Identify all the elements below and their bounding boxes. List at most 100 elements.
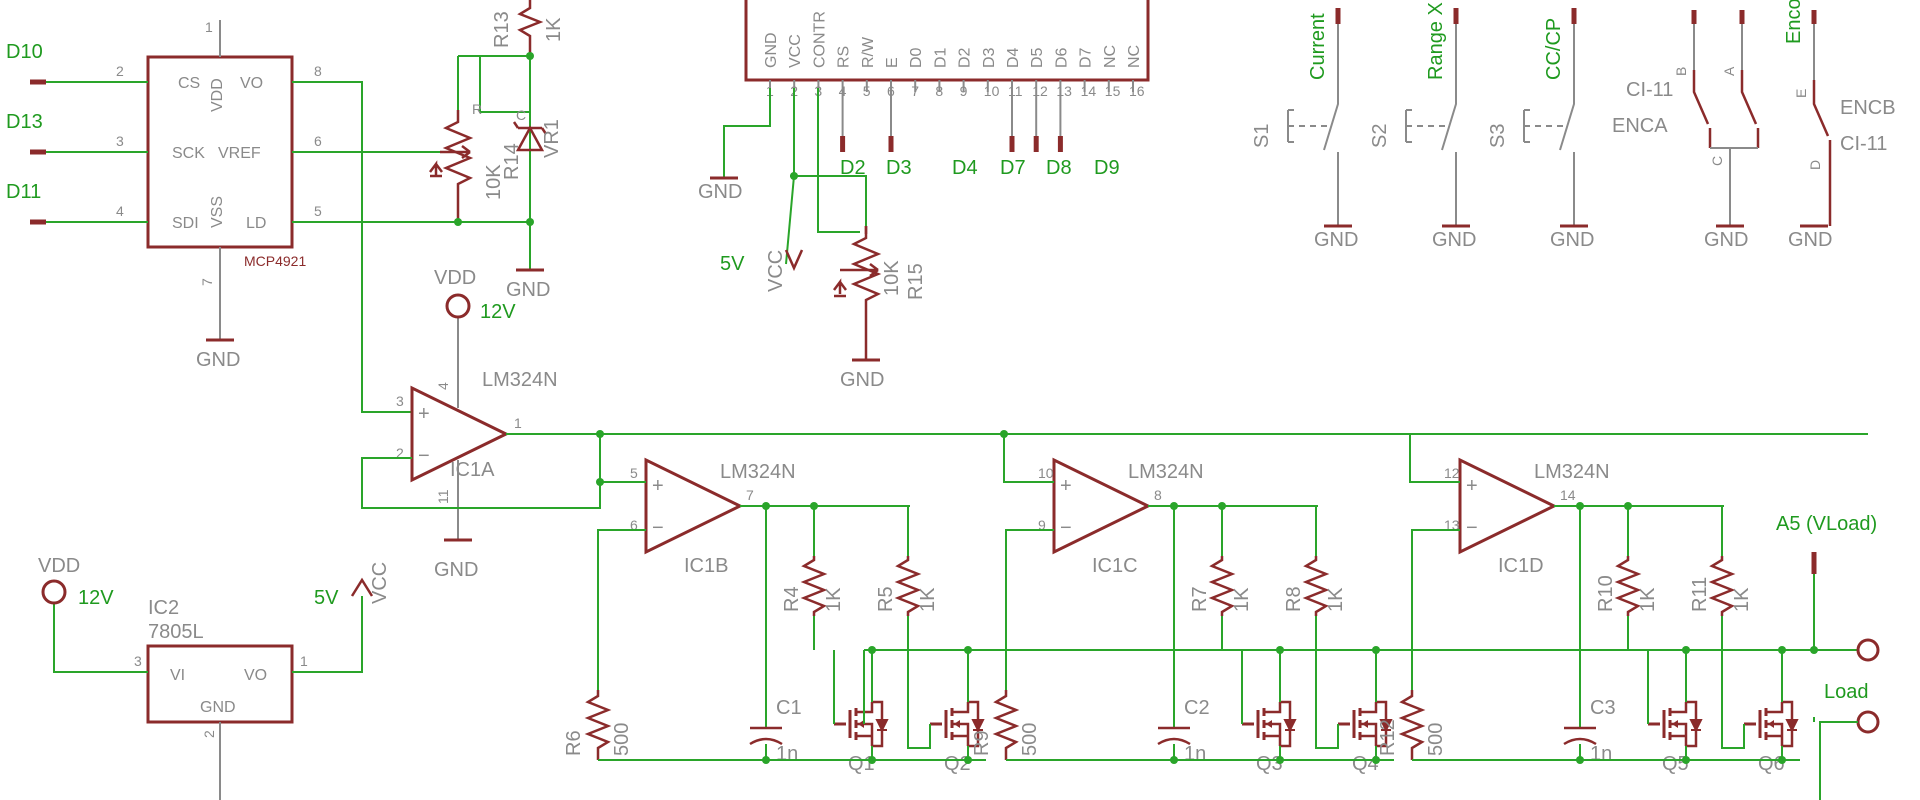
lcd-pin-number-14: 14 bbox=[1081, 83, 1097, 99]
ic1c-pin-plus: 10 bbox=[1038, 465, 1054, 481]
stage-3-r1-name: R10 bbox=[1595, 575, 1617, 612]
ic2-pin-2: 2 bbox=[201, 730, 217, 738]
net-d2-label: D2 bbox=[840, 157, 866, 179]
stage-2-c-name: C2 bbox=[1184, 697, 1210, 719]
lcd-pin-name-8: D1 bbox=[932, 47, 949, 68]
encoder-pin-b: B bbox=[1673, 67, 1689, 76]
ic2-12v-label: 12V bbox=[78, 587, 114, 609]
stage-2-rs-value: 500 bbox=[1019, 723, 1041, 756]
dac-ld-label: LD bbox=[246, 215, 266, 232]
encoder-label: Encoder bbox=[1783, 0, 1805, 44]
dac-sck-label: SCK bbox=[172, 145, 205, 162]
ic2-vi-label: VI bbox=[170, 667, 185, 684]
net-d8-label: D8 bbox=[1046, 157, 1072, 179]
lcd-pin-name-16: NC bbox=[1126, 45, 1143, 68]
vr1-c-pin: C bbox=[516, 107, 526, 123]
stage-2-q1-name: Q3 bbox=[1256, 753, 1283, 775]
r14-value: 10K bbox=[483, 164, 505, 200]
lcd-pin-number-13: 13 bbox=[1056, 83, 1072, 99]
ic1c-part: LM324N bbox=[1128, 461, 1204, 483]
stage-2-r2-value: 1K bbox=[1325, 587, 1347, 612]
net-d7-label: D7 bbox=[1000, 157, 1026, 179]
ic1b-pin-out: 7 bbox=[746, 487, 754, 503]
lcd-vcc-label: VCC bbox=[765, 250, 787, 292]
stage-3-rs-name: R12 bbox=[1377, 719, 1399, 756]
lcd-pin-name-11: D4 bbox=[1005, 47, 1022, 68]
dac-vss-label: VSS bbox=[209, 196, 226, 228]
net-d3-label: D3 bbox=[886, 157, 912, 179]
lcd-pin-name-7: D0 bbox=[908, 47, 925, 68]
switch-3-label: CC/CP bbox=[1543, 18, 1565, 80]
dac-mcp4921: 1 CS VO VDD SCK VREF SDI VSS LD MCP4921 … bbox=[30, 19, 530, 413]
dac-pin-1: 1 bbox=[205, 19, 213, 35]
net-d10: D10 bbox=[6, 41, 43, 63]
encoder-gnd-1: GND bbox=[1704, 229, 1748, 251]
lcd-pin-name-13: D6 bbox=[1053, 47, 1070, 68]
ic2-vcc-label: VCC bbox=[369, 562, 391, 604]
regulator-ic2: VI VO GND IC2 7805L 3 1 2 VDD 12V VCC 5V bbox=[38, 555, 391, 800]
ic1a-minus: − bbox=[418, 445, 430, 467]
lcd-pin-name-1: GND bbox=[763, 32, 780, 68]
encoder-encb: ENCB bbox=[1840, 97, 1896, 119]
stage-3-rs-value: 500 bbox=[1425, 723, 1447, 756]
lcd-pin-name-14: D7 bbox=[1078, 47, 1095, 68]
r13-value: 1K bbox=[543, 17, 565, 42]
stage-1-q1-name: Q1 bbox=[848, 753, 875, 775]
ic1d-pin-plus: 12 bbox=[1444, 465, 1460, 481]
ic1a-gnd-label: GND bbox=[434, 559, 478, 581]
dac-pin-2: 2 bbox=[116, 63, 124, 79]
r15-value: 10K bbox=[881, 260, 903, 296]
stage-3-c-name: C3 bbox=[1590, 697, 1616, 719]
ref-gnd-label: GND bbox=[506, 279, 550, 301]
switch-3-name: S3 bbox=[1487, 124, 1509, 148]
ic1a-part: LM324N bbox=[482, 369, 558, 391]
net-d4-label: D4 bbox=[952, 157, 978, 179]
lcd-pin-name-4: RS bbox=[836, 46, 853, 68]
lcd-pin-name-9: D2 bbox=[957, 47, 974, 68]
dac-pin-5: 5 bbox=[314, 203, 322, 219]
stage-2-q2-name: Q4 bbox=[1352, 753, 1379, 775]
net-d13: D13 bbox=[6, 111, 43, 133]
encoder-enca: ENCA bbox=[1612, 115, 1668, 137]
ic1d-pin-out: 14 bbox=[1560, 487, 1576, 503]
ic1d-name: IC1D bbox=[1498, 555, 1544, 577]
encoder-gnd-2: GND bbox=[1788, 229, 1832, 251]
encoder-pin-d: D bbox=[1807, 160, 1823, 170]
lcd-pin-number-15: 15 bbox=[1105, 83, 1121, 99]
stage-1-rs-name: R6 bbox=[563, 730, 585, 756]
net-load-label: Load bbox=[1824, 681, 1869, 703]
stage-2-c-value: 1n bbox=[1184, 743, 1206, 765]
dac-pin-7: 7 bbox=[199, 278, 215, 286]
dac-vref-label: VREF bbox=[218, 145, 261, 162]
lcd-pin-name-12: D5 bbox=[1029, 47, 1046, 68]
ic1b-part: LM324N bbox=[720, 461, 796, 483]
stage-1-q2-name: Q2 bbox=[944, 753, 971, 775]
stage-1-r2-value: 1K bbox=[917, 587, 939, 612]
lcd-pin-name-15: NC bbox=[1102, 45, 1119, 68]
ic1d-plus: + bbox=[1466, 475, 1478, 497]
stage-2-r1-value: 1K bbox=[1231, 587, 1253, 612]
ic1c-pin-minus: 9 bbox=[1038, 517, 1046, 533]
dac-cs-label: CS bbox=[178, 75, 200, 92]
dac-pin-4: 4 bbox=[116, 203, 124, 219]
lcd-pin-name-5: R/W bbox=[860, 36, 877, 68]
ic1b-pin-plus: 5 bbox=[630, 465, 638, 481]
dac-pin-6: 6 bbox=[314, 133, 322, 149]
dac-gnd-label: GND bbox=[196, 349, 240, 371]
ic1a-pin-plus: 3 bbox=[396, 393, 404, 409]
ic1d-minus: − bbox=[1466, 517, 1478, 539]
encoder-ci-left: CI-11 bbox=[1626, 79, 1673, 101]
ic1b-name: IC1B bbox=[684, 555, 728, 577]
ic2-name: IC2 bbox=[148, 597, 179, 619]
stage-1-r1-value: 1K bbox=[823, 587, 845, 612]
lcd-pin-number-16: 16 bbox=[1129, 83, 1145, 99]
ic2-pin-1: 1 bbox=[300, 653, 308, 669]
ic1c-plus: + bbox=[1060, 475, 1072, 497]
lcd-gnd-label: GND bbox=[698, 181, 742, 203]
stage-3-q1-name: Q5 bbox=[1662, 753, 1689, 775]
